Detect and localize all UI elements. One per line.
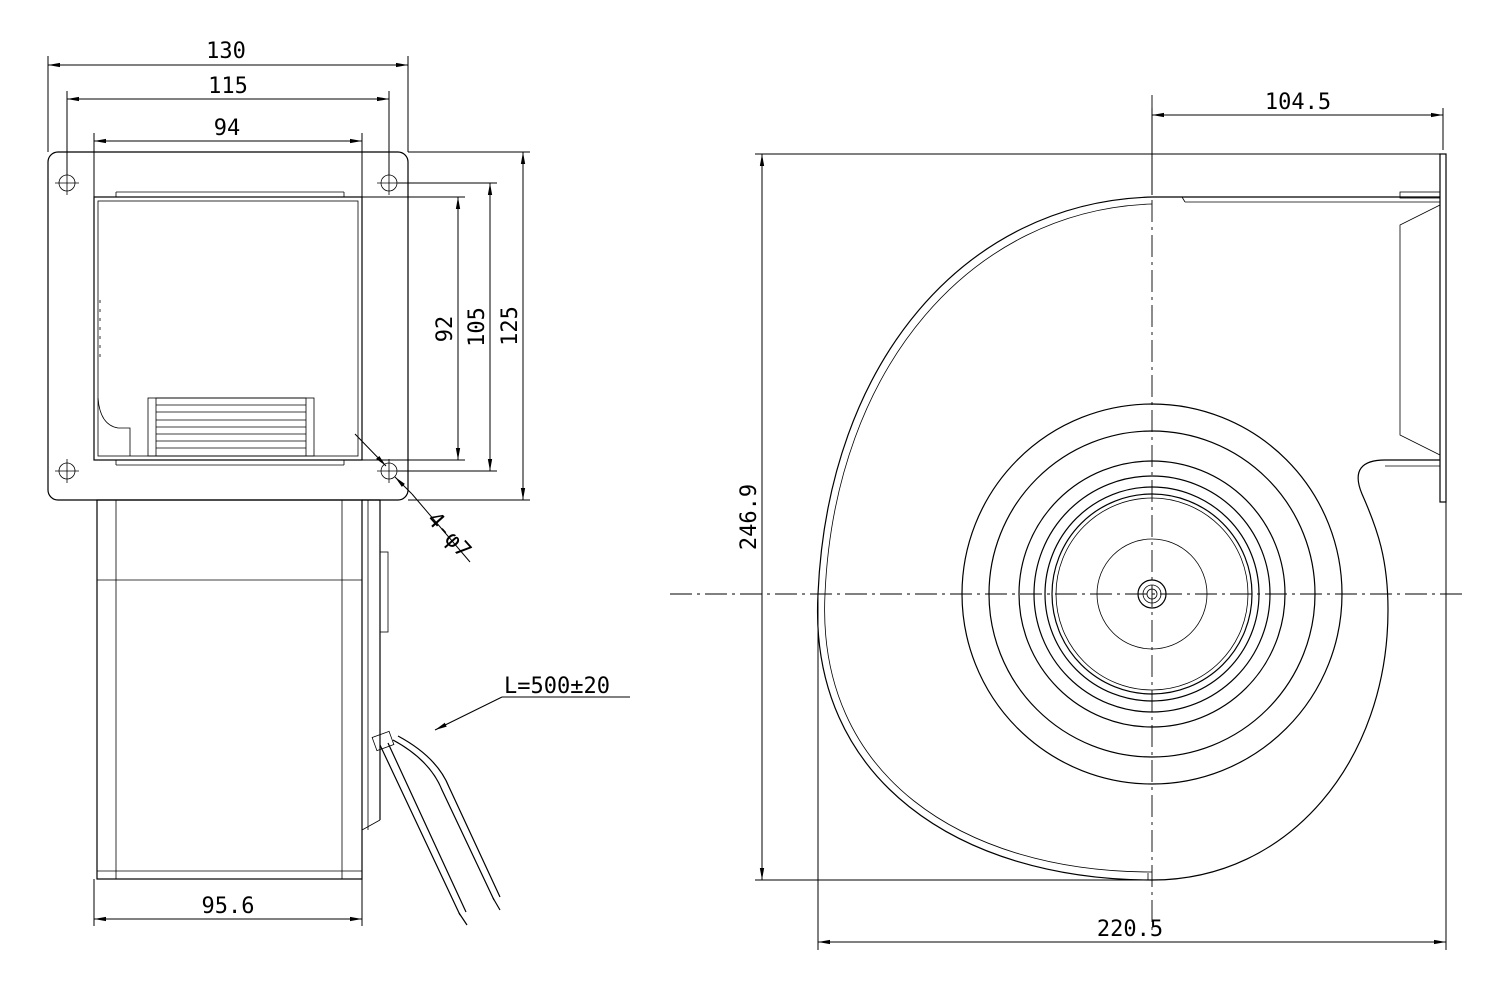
dim-104-5-label: 104.5	[1265, 90, 1331, 115]
mounting-holes	[55, 171, 401, 483]
dim-95-6-label: 95.6	[202, 894, 255, 919]
housing-body	[96, 499, 389, 880]
outlet-flange	[1152, 153, 1447, 503]
scroll-housing	[816, 196, 1440, 881]
dim-holes: 4-φ7	[354, 433, 476, 563]
dim-94-label: 94	[214, 116, 241, 141]
motor-cable	[371, 730, 501, 926]
dim-220-5-label: 220.5	[1097, 917, 1163, 942]
dim-104-5: 104.5	[1151, 90, 1444, 195]
dim-115: 115	[66, 74, 390, 175]
dim-92: 92	[362, 196, 465, 461]
outlet-opening	[93, 191, 363, 466]
dim-125: 125	[408, 151, 530, 501]
dim-130: 130	[47, 39, 409, 152]
front-view: 104.5 246.9 220.5	[670, 90, 1465, 950]
dim-94: 94	[93, 116, 363, 197]
dim-105-label: 105	[465, 307, 490, 347]
dim-95-6: 95.6	[93, 879, 363, 926]
inlet-rings	[961, 403, 1343, 785]
dim-130-label: 130	[206, 39, 246, 64]
dim-246-9-label: 246.9	[737, 484, 762, 550]
dim-246-9: 246.9	[737, 153, 1440, 881]
dim-220-5: 220.5	[817, 502, 1447, 950]
dim-92-label: 92	[433, 316, 458, 343]
side-view: 130 115 94 92 105	[47, 39, 630, 926]
impeller-blades	[147, 397, 315, 457]
cable-length-callout: L=500±20	[434, 674, 630, 731]
dim-115-label: 115	[208, 74, 248, 99]
dim-holes-label: 4-φ7	[422, 507, 476, 563]
cable-length-label: L=500±20	[504, 674, 610, 699]
dim-105: 105	[398, 182, 497, 472]
dim-125-label: 125	[498, 306, 523, 346]
